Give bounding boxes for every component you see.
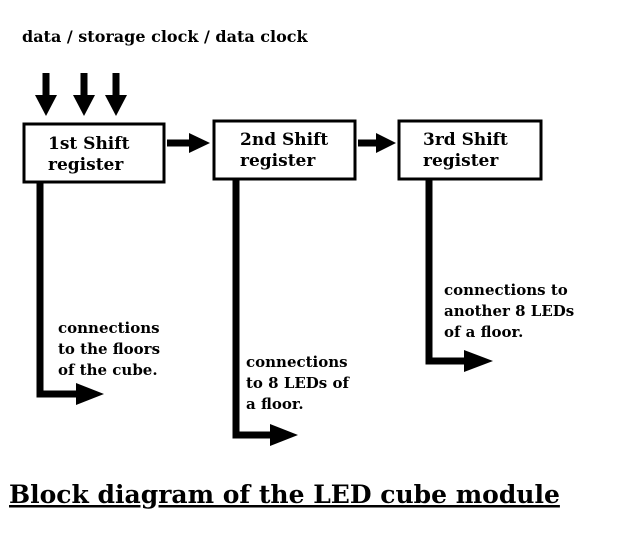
register-2-line-2: register	[240, 151, 316, 171]
register-3-line-1: 3rd Shift	[423, 130, 508, 150]
connection-label-3: connections to another 8 LEDs of a floor…	[444, 281, 574, 341]
chain-arrow-1-to-2	[167, 133, 210, 153]
register-3-line-2: register	[423, 151, 499, 171]
inputs-label: data / storage clock / data clock	[22, 27, 309, 46]
shift-register-2: 2nd Shift register	[212, 119, 357, 181]
input-arrow-data-clock	[105, 73, 127, 116]
shift-register-3: 3rd Shift register	[397, 119, 543, 181]
connection-2-line-2: to 8 LEDs of	[246, 374, 350, 392]
output-arrow-register-3	[425, 179, 493, 372]
input-arrow-data	[35, 73, 57, 116]
connection-3-line-2: another 8 LEDs	[444, 302, 574, 320]
register-2-line-1: 2nd Shift	[240, 130, 328, 150]
diagram-caption: Block diagram of the LED cube module	[9, 480, 560, 509]
register-1-line-2: register	[48, 155, 124, 175]
connection-3-line-3: of a floor.	[444, 323, 523, 341]
connection-2-line-3: a floor.	[246, 395, 304, 413]
connection-1-line-1: connections	[58, 319, 160, 337]
connection-1-line-3: of the cube.	[58, 361, 158, 379]
output-arrow-register-1	[36, 182, 104, 405]
register-1-line-1: 1st Shift	[48, 134, 130, 154]
connection-3-line-1: connections to	[444, 281, 568, 299]
connection-label-2: connections to 8 LEDs of a floor.	[246, 353, 350, 413]
connection-1-line-2: to the floors	[58, 340, 160, 358]
connection-2-line-1: connections	[246, 353, 348, 371]
shift-register-1: 1st Shift register	[22, 122, 166, 184]
connection-label-1: connections to the floors of the cube.	[58, 319, 160, 379]
chain-arrow-2-to-3	[358, 133, 396, 153]
input-arrow-storage-clock	[73, 73, 95, 116]
output-arrow-register-2	[232, 179, 298, 446]
